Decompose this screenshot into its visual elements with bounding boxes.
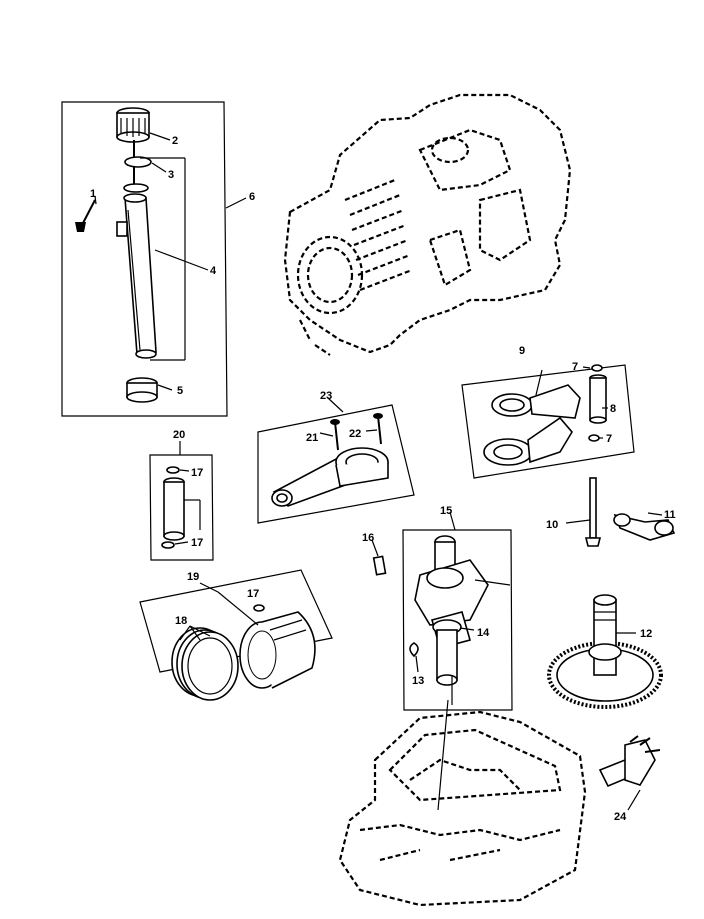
piston-rings <box>171 627 239 701</box>
rod-bolt-21 <box>330 419 340 451</box>
rod-bolt-22 <box>373 413 383 445</box>
crankshaft-group <box>402 511 513 811</box>
cam-follower-frame <box>461 364 635 479</box>
dipstick-o-ring <box>124 156 152 168</box>
governor-24 <box>598 735 661 811</box>
callout-16: 16 <box>362 532 374 544</box>
dipstick-group-frame <box>61 101 228 417</box>
callout-11: 11 <box>664 509 676 521</box>
callout-10: 10 <box>546 519 558 531</box>
dipstick-cap <box>116 107 150 143</box>
piston-clip <box>253 604 265 612</box>
callout-20: 20 <box>173 429 185 441</box>
callout-14: 14 <box>477 627 490 639</box>
dowel-pin-16 <box>371 539 387 576</box>
pin-clip-top <box>166 466 180 474</box>
clip-7-bottom <box>588 434 600 442</box>
rocker-arm-11 <box>613 512 676 541</box>
callout-9: 9 <box>519 345 525 357</box>
clip-7-top <box>591 364 603 372</box>
cam-follower-group <box>461 364 635 479</box>
piston-frame <box>139 569 333 673</box>
engine-block <box>283 93 572 356</box>
callout-7-top: 7 <box>572 361 578 373</box>
callout-5: 5 <box>177 385 183 397</box>
callout-1: 1 <box>90 188 96 200</box>
piston-group <box>139 569 333 701</box>
dipstick-group <box>61 101 247 417</box>
piston-pin <box>163 477 185 541</box>
crankcase-cover <box>338 710 587 907</box>
connecting-rod-group <box>257 397 415 524</box>
callout-19: 19 <box>187 571 199 583</box>
callout-7-bottom: 7 <box>606 433 612 445</box>
woodruff-key <box>409 642 419 658</box>
callout-13: 13 <box>412 675 424 687</box>
callout-17-middle: 17 <box>191 537 203 549</box>
callout-2: 2 <box>172 135 178 147</box>
crankshaft-frame <box>402 529 513 711</box>
callout-17-bottom: 17 <box>247 588 259 600</box>
callout-18: 18 <box>175 615 187 627</box>
callout-12: 12 <box>640 628 652 640</box>
callout-3: 3 <box>168 169 174 181</box>
callout-15: 15 <box>440 505 452 517</box>
pin-clip-bottom <box>161 541 175 549</box>
callout-6: 6 <box>249 191 255 203</box>
push-rod-10 <box>565 477 602 547</box>
crankshaft <box>414 535 511 811</box>
cam-follower-arms <box>483 369 581 466</box>
callout-4: 4 <box>210 265 217 277</box>
callout-17-top: 17 <box>191 467 203 479</box>
piston-pin-frame <box>149 454 214 561</box>
callout-labels: 1 2 3 4 5 6 7 7 8 9 10 11 12 13 14 15 16… <box>90 135 676 823</box>
pin-part-8 <box>589 374 607 424</box>
piston <box>239 611 316 689</box>
tube-grommet <box>126 377 158 403</box>
callout-8: 8 <box>610 403 616 415</box>
callout-24: 24 <box>614 811 627 823</box>
connecting-rod-frame <box>257 404 415 524</box>
dipstick-tube <box>116 193 157 359</box>
connecting-rod <box>271 447 389 507</box>
callout-23: 23 <box>320 390 332 402</box>
piston-pin-group <box>149 441 214 561</box>
screw-part-1 <box>75 199 96 232</box>
callout-21: 21 <box>306 432 318 444</box>
camshaft-gear-12 <box>547 594 663 709</box>
callout-22: 22 <box>349 428 361 440</box>
